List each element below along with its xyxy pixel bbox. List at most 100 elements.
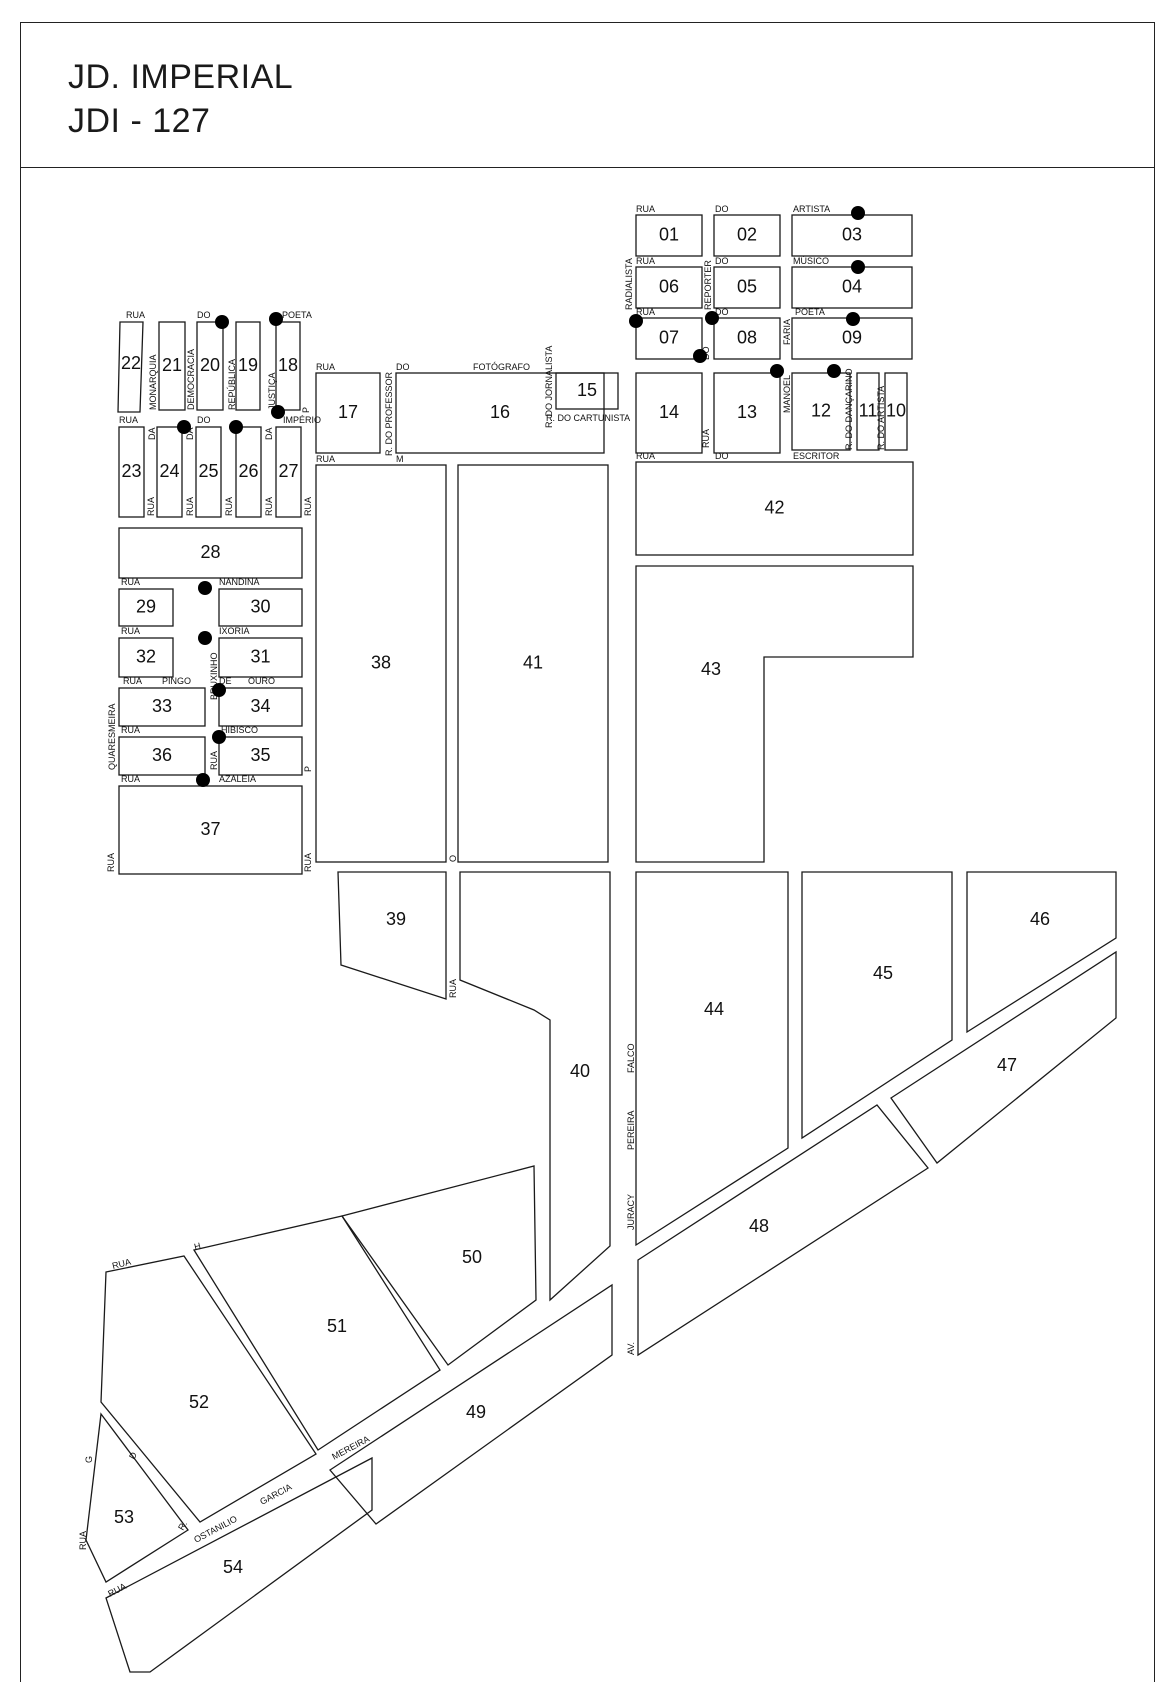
survey-marker-icon: [198, 631, 212, 645]
lot-12-number: 12: [811, 400, 831, 420]
lot-13-outline: [713, 372, 781, 454]
survey-marker-icon: [177, 420, 191, 434]
street-label: MÚSICO: [793, 256, 829, 266]
lot-49-number: 49: [466, 1402, 486, 1422]
lot-54-outline: [105, 1456, 373, 1673]
lot-19-number: 19: [238, 355, 258, 375]
street-label: RUA: [111, 1257, 132, 1271]
survey-marker-icon: [629, 314, 643, 328]
street-label: FARIA: [782, 319, 792, 345]
lot-38-number: 38: [371, 652, 391, 672]
lot-03-number: 03: [842, 224, 862, 244]
street-label: DEMOCRACIA: [186, 349, 196, 410]
lot-26-number: 26: [238, 461, 258, 481]
survey-marker-icon: [851, 206, 865, 220]
street-label: DO: [715, 451, 729, 461]
street-label: OURO: [248, 676, 275, 686]
street-label: P: [301, 407, 311, 413]
lot-16-outline: [395, 372, 605, 454]
lot-12-outline: [791, 372, 851, 451]
lot-29-number: 29: [136, 596, 156, 616]
street-label: RUA: [636, 451, 655, 461]
street-label: RUA: [209, 751, 219, 770]
street-label: REPORTER: [703, 260, 713, 310]
lot-46-outline: [966, 871, 1117, 1034]
lot-52-number: 52: [189, 1392, 209, 1412]
street-label: R. DO ARTISTA: [876, 386, 886, 450]
lot-33-outline: [118, 687, 206, 727]
street-label: DO: [715, 256, 729, 266]
lot-28-outline: [118, 527, 303, 579]
street-label: BRUXINHO: [209, 652, 219, 700]
lot-14-number: 14: [659, 402, 679, 422]
lot-25-number: 25: [198, 461, 218, 481]
map-code: JDI - 127: [68, 102, 211, 140]
street-label: HIBISCO: [221, 725, 258, 735]
street-label: G: [84, 1456, 94, 1463]
street-label: RUA: [701, 429, 711, 448]
lot-32-outline: [118, 637, 174, 678]
lot-18-outline: [275, 321, 301, 411]
street-label: R. DO JORNALISTA: [544, 346, 554, 428]
lot-15-number: 15: [577, 380, 597, 400]
lot-29-outline: [118, 588, 174, 627]
street-label: POETA: [282, 310, 312, 320]
lot-45-outline: [801, 871, 953, 1140]
lot-10-number: 10: [886, 400, 906, 420]
street-label: RUA: [106, 853, 116, 872]
street-label: RUA: [636, 256, 655, 266]
lot-31-number: 31: [250, 646, 270, 666]
street-label: POETA: [795, 307, 825, 317]
lot-42-outline: [635, 461, 914, 556]
street-label: FALCO: [626, 1043, 636, 1073]
street-label: RUA: [78, 1531, 88, 1550]
street-label: R.: [176, 1519, 189, 1532]
lot-44-outline: [635, 871, 789, 1247]
street-label: DO: [715, 307, 729, 317]
lot-45-number: 45: [873, 963, 893, 983]
street-label: RADIALISTA: [624, 258, 634, 310]
lot-44-number: 44: [704, 999, 724, 1019]
lot-52-outline: [100, 1255, 317, 1523]
lot-10-outline: [884, 372, 908, 451]
survey-marker-icon: [693, 349, 707, 363]
street-label: NANDINA: [219, 577, 260, 587]
lot-33-number: 33: [152, 696, 172, 716]
lot-16-number: 16: [490, 402, 510, 422]
lot-06-number: 06: [659, 276, 679, 296]
lot-48-number: 48: [749, 1216, 769, 1236]
map-sheet-frame: [20, 22, 1155, 1682]
lot-18-number: 18: [278, 355, 298, 375]
lot-39-number: 39: [386, 909, 406, 929]
street-label: DA: [185, 427, 195, 440]
street-label: DA: [147, 427, 157, 440]
street-label: DO: [715, 204, 729, 214]
street-label: AV.: [626, 1342, 636, 1355]
title-block: JD. IMPERIAL JDI - 127: [20, 22, 1155, 168]
street-label: O: [448, 855, 458, 862]
survey-marker-icon: [212, 683, 226, 697]
street-label: RUA: [316, 362, 335, 372]
street-label: RUA: [224, 497, 234, 516]
street-label: MONARQUIA: [148, 354, 158, 410]
street-label: RUA: [121, 626, 140, 636]
street-label: RUA: [106, 1581, 127, 1599]
lot-30-outline: [218, 588, 303, 627]
survey-marker-icon: [271, 405, 285, 419]
lot-07-number: 07: [659, 327, 679, 347]
street-label: FOTÓGRAFO: [473, 362, 530, 372]
street-label: R. DO PROFESSOR: [384, 371, 394, 456]
lot-38-outline: [315, 464, 447, 863]
lot-37-outline: [118, 785, 303, 875]
street-label: ARTISTA: [793, 204, 830, 214]
map-title: JD. IMPERIAL: [68, 58, 294, 96]
lot-05-number: 05: [737, 276, 757, 296]
lot-21-number: 21: [162, 355, 182, 375]
street-label: REPÚBLICA: [227, 359, 237, 410]
lot-08-outline: [713, 317, 781, 360]
lot-13-number: 13: [737, 402, 757, 422]
lot-34-number: 34: [250, 696, 270, 716]
lot-27-number: 27: [278, 461, 298, 481]
lot-11-number: 11: [859, 400, 878, 420]
street-label: RUA: [448, 979, 458, 998]
